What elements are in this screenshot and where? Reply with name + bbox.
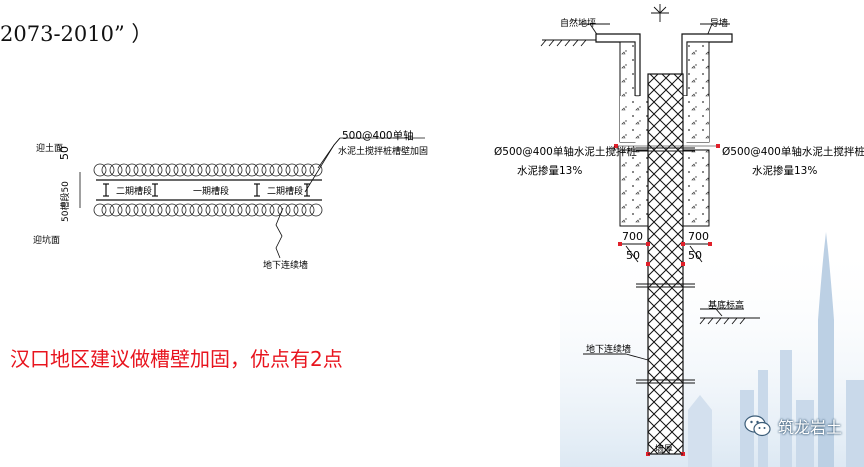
mixing-pile-circle: [293, 203, 307, 217]
plan-panel-1: 一期槽段: [193, 187, 230, 197]
mixing-pile-circle: [301, 203, 315, 217]
mixing-pile-circle: [189, 163, 203, 177]
section-wall-label: 地下连续墙: [586, 345, 632, 355]
mixing-pile-circle: [181, 203, 195, 217]
section-right-cement-label: 水泥掺量13%: [752, 165, 818, 177]
mixing-pile-circle: [213, 203, 227, 217]
mixing-pile-circle: [109, 203, 123, 217]
plan-panel-2a: 二期槽段: [116, 187, 153, 197]
mixing-pile-circle: [165, 203, 179, 217]
mixing-pile-circle: [261, 163, 275, 177]
mixing-pile-circle: [309, 163, 323, 177]
mixing-pile-circle: [261, 203, 275, 217]
mixing-pile-circle: [157, 203, 171, 217]
section-pit-bottom-label: 基底标高: [708, 301, 745, 311]
mixing-pile-circle: [269, 163, 283, 177]
mixing-pile-circle: [101, 203, 115, 217]
section-guide-wall-label: 导墙: [710, 19, 729, 29]
section-right-pile-label: Ø500@400单轴水泥土搅拌桩: [722, 146, 864, 158]
section-left-pile-label: Ø500@400单轴水泥土搅拌桩: [494, 146, 637, 158]
note-text: 汉口地区建议做槽壁加固，优点有2点: [10, 347, 343, 371]
mixing-pile-circle: [245, 203, 259, 217]
mixing-pile-circle: [149, 163, 163, 177]
mixing-pile-circle: [221, 163, 235, 177]
brand-watermark: 筑龙岩土: [744, 414, 842, 438]
mixing-pile-circle: [141, 203, 155, 217]
mixing-pile-circle: [125, 163, 139, 177]
mixing-pile-circle: [253, 163, 267, 177]
plan-soil-face-label: 迎土面: [36, 144, 64, 154]
mixing-pile-circle: [101, 163, 115, 177]
mixing-pile-circle: [173, 203, 187, 217]
mixing-pile-circle: [181, 163, 195, 177]
mixing-pile-circle: [205, 163, 219, 177]
plan-panel-2b: 二期槽段: [267, 187, 304, 197]
mixing-pile-circle: [237, 163, 251, 177]
mixing-pile-circle: [189, 203, 203, 217]
section-dim-left-top: 700: [622, 230, 643, 243]
section-dim-right-bottom: 50: [688, 249, 702, 262]
section-left-cement-label: 水泥掺量13%: [517, 165, 583, 177]
plan-callout-line2: 水泥土搅拌桩槽壁加固: [338, 147, 429, 157]
mixing-pile-circle: [285, 163, 299, 177]
mixing-pile-circle: [221, 203, 235, 217]
mixing-pile-circle: [141, 163, 155, 177]
section-wall-width-label: 墙厚: [655, 445, 674, 455]
wechat-icon: [744, 415, 771, 437]
mixing-pile-circle: [117, 163, 131, 177]
section-dim-left-bottom: 50: [626, 249, 640, 262]
section-dim-right-top: 700: [688, 230, 709, 243]
mixing-pile-circle: [133, 203, 147, 217]
mixing-pile-circle: [285, 203, 299, 217]
mixing-pile-circle: [93, 203, 107, 217]
mixing-pile-circle: [149, 203, 163, 217]
mixing-pile-circle: [237, 203, 251, 217]
title-fragment: 2073-2010” ）: [0, 22, 153, 46]
section-ground-label: 自然地坪: [560, 19, 597, 29]
mixing-pile-circle: [213, 163, 227, 177]
mixing-pile-circle: [157, 163, 171, 177]
mixing-pile-circle: [173, 163, 187, 177]
mixing-pile-circle: [125, 203, 139, 217]
mixing-pile-circle: [93, 163, 107, 177]
mixing-pile-circle: [277, 163, 291, 177]
mixing-pile-circle: [205, 203, 219, 217]
mixing-pile-circle: [253, 203, 267, 217]
mixing-pile-circle: [293, 163, 307, 177]
mixing-pile-circle: [133, 163, 147, 177]
mixing-pile-circle: [229, 203, 243, 217]
mixing-pile-circle: [117, 203, 131, 217]
mixing-pile-circle: [301, 163, 315, 177]
mixing-pile-circle: [197, 163, 211, 177]
mixing-pile-circle: [165, 163, 179, 177]
mixing-pile-circle: [277, 203, 291, 217]
mixing-pile-circle: [245, 163, 259, 177]
plan-wall-label: 地下连续墙: [263, 261, 309, 271]
mixing-pile-circle: [109, 163, 123, 177]
plan-pit-face-label: 迎坑面: [33, 236, 61, 246]
brand-name: 筑龙岩土: [777, 418, 842, 437]
mixing-pile-circle: [309, 203, 323, 217]
mixing-pile-circle: [197, 203, 211, 217]
mixing-pile-circle: [229, 163, 243, 177]
plan-callout-line1: 500@400单轴: [342, 130, 414, 142]
